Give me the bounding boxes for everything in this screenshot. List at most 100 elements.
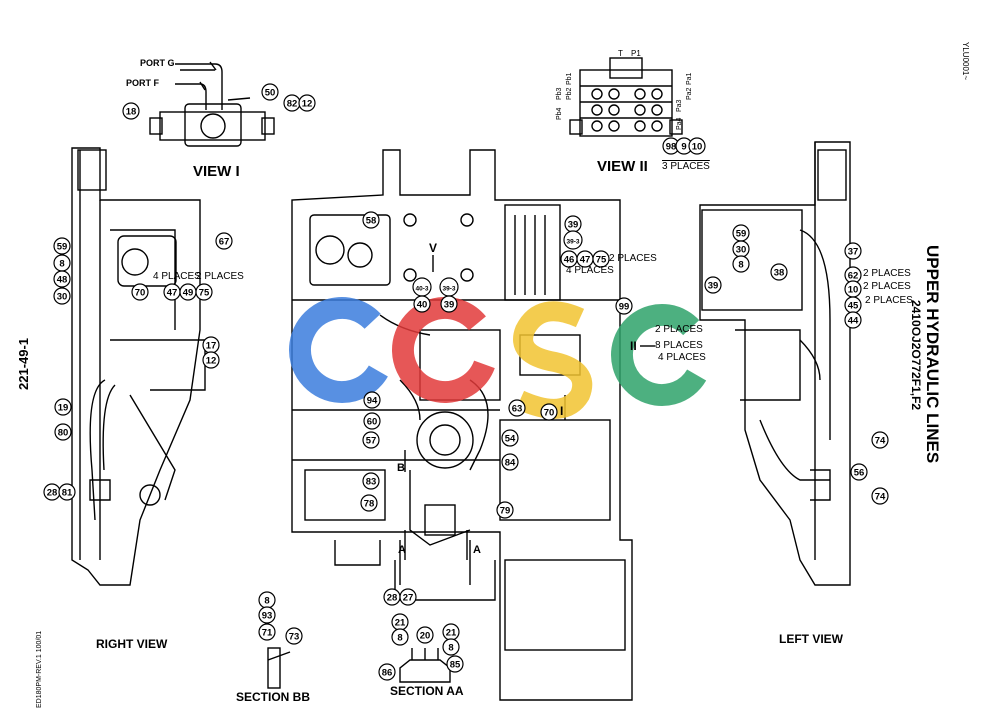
callout-number: 99	[619, 302, 630, 313]
callout-bubble	[871, 487, 889, 505]
view-v-marker: V	[429, 241, 438, 255]
valve-port-p1: P1	[631, 49, 641, 58]
view-ii-note: 3 PLACES	[662, 161, 710, 172]
callout-number: 59	[57, 242, 68, 253]
callout-c45: 27	[399, 588, 417, 606]
callout-c29: 39-3	[563, 230, 583, 250]
callout-c53: 10	[844, 280, 862, 298]
callout-number: 47	[580, 255, 591, 266]
callout-c41: 83	[362, 472, 380, 490]
callout-number: 8	[738, 260, 743, 271]
callout-c2: 50	[261, 83, 279, 101]
callout-bubble	[416, 626, 434, 644]
callout-bubble	[844, 311, 862, 329]
callout-c17: 17	[202, 336, 220, 354]
callout-c4: 12	[298, 94, 316, 112]
callout-number: 45	[848, 301, 859, 312]
section-bb-label: SECTION BB	[236, 690, 311, 704]
note-2-places-left-2: 2 PLACES	[863, 281, 911, 292]
callout-number: 79	[500, 506, 511, 517]
callout-number: 39-3	[442, 286, 455, 293]
callout-c28: 39	[564, 215, 582, 233]
callout-number: 12	[302, 99, 313, 110]
valve-port-pb2: Pb2	[566, 87, 573, 100]
view-ii-drawing	[569, 57, 683, 137]
callout-number: 49	[183, 288, 194, 299]
callout-number: 47	[167, 288, 178, 299]
callout-c11: 30	[53, 287, 71, 305]
callout-c69: 85	[446, 655, 464, 673]
callout-number: 59	[736, 229, 747, 240]
callout-c56: 74	[871, 431, 889, 449]
note-2-places-left-3: 2 PLACES	[865, 295, 913, 306]
callout-c1: 18	[122, 102, 140, 120]
callout-number: 8	[59, 259, 64, 270]
callout-number: 78	[364, 499, 375, 510]
callout-c65: 20	[416, 626, 434, 644]
callout-bubble	[362, 431, 380, 449]
callout-number: 60	[367, 417, 378, 428]
section-marker-i: I	[560, 404, 564, 418]
callout-number: 93	[262, 611, 273, 622]
callout-c43: 79	[496, 501, 514, 519]
callout-bubble	[446, 655, 464, 673]
note-2-places-center: 2 PLACES	[609, 253, 657, 264]
callout-number: 39	[444, 300, 455, 311]
callout-c32: 75	[592, 250, 610, 268]
callout-bubble	[770, 263, 788, 281]
callout-c60: 93	[258, 606, 276, 624]
callout-c20: 80	[54, 423, 72, 441]
callout-number: 70	[135, 288, 146, 299]
callout-number: 30	[57, 292, 68, 303]
callout-c61: 71	[258, 623, 276, 641]
port-g-label: PORT G	[140, 58, 175, 68]
callout-number: 18	[126, 107, 137, 118]
callout-c51: 37	[844, 242, 862, 260]
callout-number: 75	[199, 288, 210, 299]
note-8-places-ii: 8 PLACES	[655, 340, 703, 351]
callout-bubble	[363, 412, 381, 430]
callout-number: 12	[206, 356, 217, 367]
callout-c66: 21	[442, 623, 460, 641]
callout-number: 21	[446, 628, 457, 639]
callout-number: 8	[397, 633, 402, 644]
callout-bubble	[195, 283, 213, 301]
callout-bubble	[258, 606, 276, 624]
callout-bubble	[54, 423, 72, 441]
corner-code: YLU0001~	[961, 42, 970, 81]
callout-number: 28	[47, 488, 58, 499]
callout-number: 83	[366, 477, 377, 488]
callout-c38: 70	[540, 403, 558, 421]
callout-number: 62	[848, 271, 859, 282]
callout-bubble	[215, 232, 233, 250]
callout-c57: 56	[850, 463, 868, 481]
valve-port-pa3: Pa3	[676, 99, 683, 112]
callout-number: 86	[382, 668, 393, 679]
callout-bubble	[258, 623, 276, 641]
callout-number: 21	[395, 618, 406, 629]
callout-c27: 39	[440, 295, 458, 313]
callout-number: 80	[58, 428, 69, 439]
callout-bubble	[850, 463, 868, 481]
section-marker-ii: II	[630, 339, 637, 353]
callout-number: 81	[62, 488, 73, 499]
callout-bubble	[501, 453, 519, 471]
callout-c54: 45	[844, 296, 862, 314]
note-2-places-right: 2 PLACES	[196, 271, 244, 282]
left-view-drawing	[699, 141, 851, 586]
valve-port-pa4: Pa4	[676, 117, 683, 130]
callout-number: 94	[367, 396, 378, 407]
callout-number: 85	[450, 660, 461, 671]
valve-port-pb4: Pb4	[556, 107, 563, 120]
valve-port-pb1: Pb1	[566, 72, 573, 85]
callout-bubble	[131, 283, 149, 301]
callout-number: 20	[420, 631, 431, 642]
callout-bubble	[704, 276, 722, 294]
right-view-label: RIGHT VIEW	[96, 637, 168, 651]
callout-c39: 54	[501, 429, 519, 447]
callout-number: 30	[736, 245, 747, 256]
watermark-c-green	[611, 304, 713, 406]
note-2-places-ii: 2 PLACES	[655, 324, 703, 335]
